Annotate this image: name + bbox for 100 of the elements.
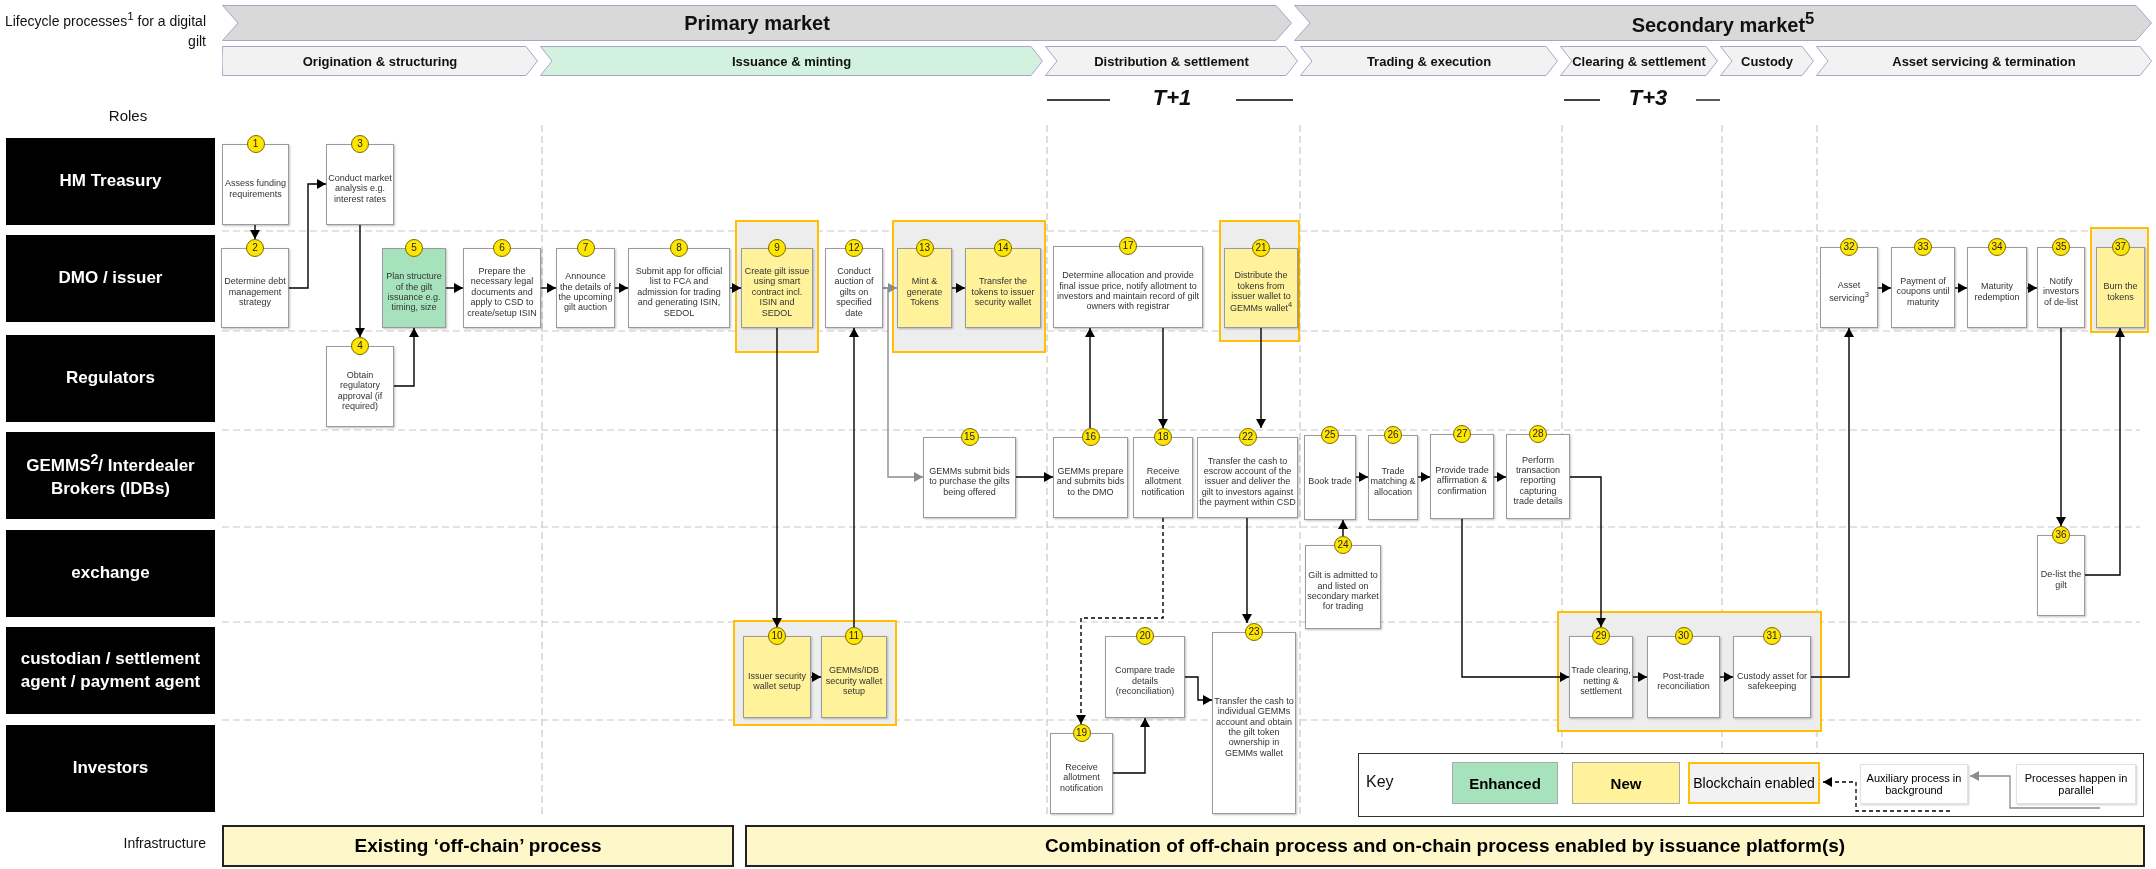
step-text: Issuer security wallet setup	[747, 669, 807, 693]
arrow	[951, 283, 966, 293]
step-text: Book trade	[1307, 475, 1353, 489]
step-number: 15	[960, 428, 979, 446]
arrow	[1461, 518, 1570, 682]
step-text: Conduct market analysis e.g. interest rates	[328, 172, 392, 206]
legend-swatch: New	[1572, 762, 1680, 804]
step-number: 9	[768, 239, 786, 257]
infrastructure-bar: Combination of off-chain process and on-chain process enabled by issuance platform(s)	[745, 825, 2145, 867]
step-text: Provide trade affirmation & confirmation	[1434, 464, 1490, 498]
step-text: Maturity redemption	[1973, 280, 2021, 304]
blockchain-frame	[1557, 611, 1822, 732]
infrastructure-heading: Infrastructure	[122, 835, 206, 853]
role-header: DMO / issuer	[6, 235, 215, 322]
step-number: 29	[1592, 627, 1610, 645]
step-number: 36	[2052, 526, 2070, 544]
arrow	[2084, 327, 2125, 576]
timeframe-label: T+3	[1627, 85, 1669, 112]
step-number: 19	[1072, 724, 1091, 742]
process-box	[326, 135, 394, 225]
arrow	[772, 327, 782, 628]
process-box	[221, 239, 289, 328]
step-text: Trade clearing, netting & settlement	[1571, 664, 1631, 699]
step-number: 31	[1763, 627, 1781, 645]
step-text: Announce the details of the upcoming gilt auction	[558, 270, 613, 315]
step-number: 32	[1840, 238, 1858, 256]
arrow	[1632, 672, 1648, 682]
process-box	[1368, 426, 1418, 520]
process-box	[1569, 627, 1633, 718]
process-box	[2037, 526, 2085, 616]
step-text: Create gilt issue using smart contract incl. ISIN and SEDOL	[743, 265, 811, 320]
arrow	[1184, 676, 1213, 705]
process-box	[1891, 238, 1955, 328]
arrow	[1112, 717, 1150, 774]
step-number: 16	[1081, 428, 1100, 446]
process-box	[821, 627, 887, 718]
arrow	[882, 287, 924, 482]
phase-band: Distribution & settlement	[1045, 46, 1298, 76]
role-header: Regulators	[6, 335, 215, 422]
arrow	[1493, 472, 1507, 482]
step-number: 14	[994, 239, 1012, 257]
step-number: 30	[1674, 627, 1693, 645]
process-box	[2096, 238, 2145, 328]
arrow	[1158, 327, 1168, 429]
blockchain-frame	[735, 220, 819, 353]
process-box	[1430, 425, 1494, 519]
process-box	[1105, 627, 1185, 718]
step-text: Post-trade reconciliation	[1656, 669, 1711, 693]
arrow	[288, 179, 327, 289]
legend-swatch: Enhanced	[1452, 762, 1558, 804]
process-box	[1967, 238, 2027, 328]
process-box	[1305, 536, 1381, 629]
step-text: Obtain regulatory approval (if required)	[336, 368, 384, 413]
step-number: 18	[1154, 428, 1172, 446]
process-box	[1053, 428, 1128, 518]
arrow	[1085, 327, 1095, 429]
step-number: 24	[1334, 536, 1352, 554]
step-text: Payment of coupons until maturity	[1895, 275, 1951, 309]
step-text: Assess funding requirements	[224, 177, 287, 201]
role-header: exchange	[6, 530, 215, 617]
legend-item: Auxiliary process in background	[1860, 764, 1968, 804]
arrow	[2056, 327, 2066, 527]
step-number: 25	[1321, 426, 1339, 444]
process-box	[1647, 627, 1720, 718]
arrow	[849, 327, 859, 628]
process-box	[1820, 238, 1878, 328]
process-box	[1224, 239, 1298, 328]
step-number: 2	[246, 239, 264, 257]
arrow	[1338, 519, 1348, 537]
step-number: 22	[1238, 428, 1257, 446]
step-number: 28	[1529, 425, 1547, 443]
process-box	[965, 239, 1041, 328]
process-box	[326, 337, 394, 427]
step-number: 35	[2052, 238, 2070, 256]
step-number: 7	[576, 239, 595, 257]
step-text: Submit app for official list to FCA and admission for trading and generating ISIN, SEDOL	[634, 265, 724, 320]
process-box	[222, 135, 289, 225]
step-text: Gilt is admitted to and listed on secondary market for trading	[1307, 569, 1379, 614]
arrow	[614, 283, 629, 293]
blockchain-frame	[892, 220, 1046, 353]
process-box	[556, 239, 615, 328]
arrow	[1256, 327, 1266, 429]
step-text: Distribute the tokens from issuer wallet to GEMMs wallet$^{4}$	[1228, 269, 1294, 316]
step-text: Custody asset for safekeeping	[1736, 669, 1808, 693]
arrow	[540, 283, 557, 293]
arrow	[1242, 517, 1252, 624]
arrow	[729, 283, 742, 293]
legend-item: Processes happen in parallel	[2016, 764, 2136, 804]
step-text: Compare trade details (reconciliation)	[1114, 664, 1176, 699]
arrow	[1954, 283, 1968, 293]
phase-band: Trading & execution	[1300, 46, 1558, 76]
step-number: 17	[1119, 237, 1137, 255]
legend-heading: Key	[1366, 773, 1395, 792]
step-text: Determine allocation and provide final issue price, notify allotment to investors and maintain record of gilt owners with registrar	[1055, 269, 1201, 314]
step-text: Trade matching & allocation	[1370, 465, 1416, 499]
step-number: 13	[915, 239, 934, 257]
blockchain-frame	[2090, 227, 2149, 333]
step-number: 20	[1136, 627, 1154, 645]
step-text: Determine debt management strategy	[223, 275, 287, 310]
role-header: HM Treasury	[6, 138, 215, 225]
